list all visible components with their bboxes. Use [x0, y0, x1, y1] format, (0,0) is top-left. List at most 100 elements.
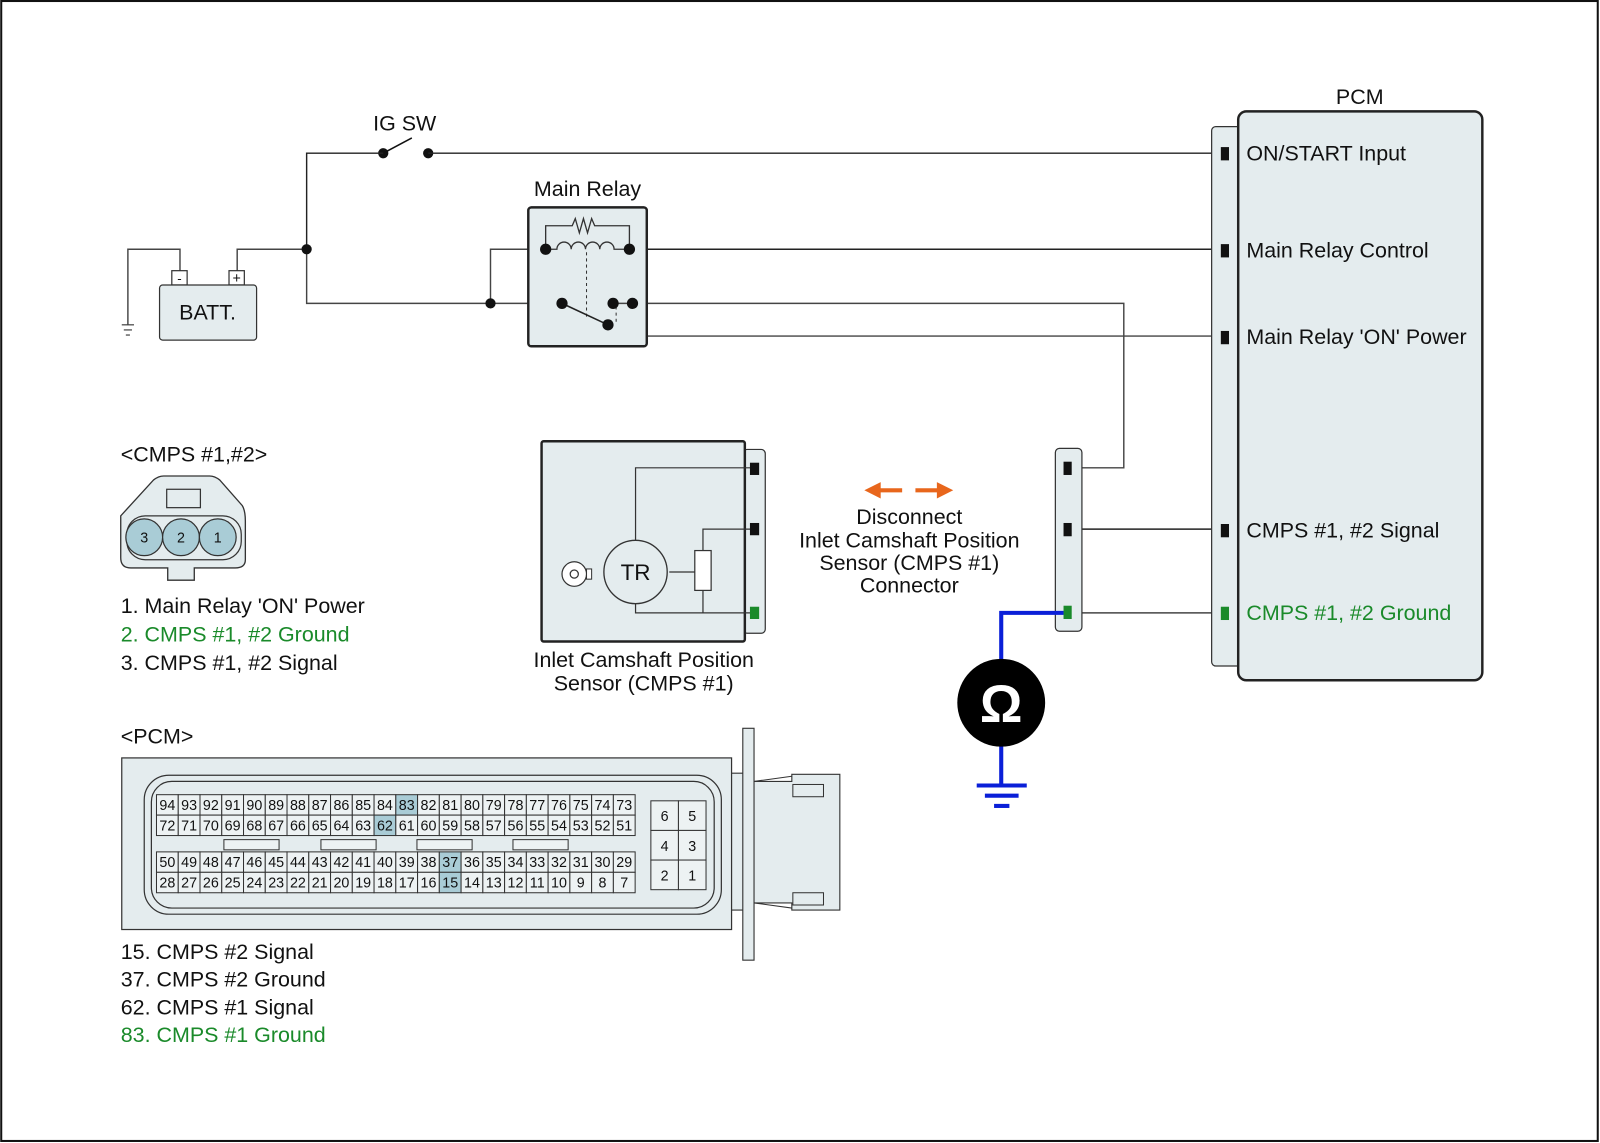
pcm-connector-title: <PCM>	[121, 725, 194, 749]
pcm-pin-label: 56	[508, 818, 524, 834]
battery-pos-label: +	[232, 271, 240, 287]
pcm-aux-pin-label: 2	[661, 868, 669, 884]
pcm-pin-label: 18	[377, 876, 393, 892]
sensor-pin-3	[749, 606, 760, 619]
pcm-pin-label: 21	[312, 876, 328, 892]
pcm-pin-label: 29	[616, 855, 632, 871]
pcm-pin-label: 43	[312, 855, 328, 871]
pcm-terminal-label: CMPS #1, #2 Signal	[1246, 518, 1439, 542]
pcm-terminal-pin	[1220, 147, 1230, 161]
pcm-pin-label: 37	[442, 855, 458, 871]
relay-resistor-icon	[544, 216, 631, 250]
pcm-pin-label: 8	[599, 876, 607, 892]
pcm-pin-label: 83	[399, 798, 415, 814]
pcm-pin-label: 20	[333, 876, 349, 892]
pcm-pin-label: 80	[464, 798, 480, 814]
pcm-pin-label: 87	[312, 798, 328, 814]
disconnect-line-3: Sensor (CMPS #1)	[819, 551, 999, 575]
pcm-pin-label: 34	[508, 855, 524, 871]
main-relay-label: Main Relay	[534, 177, 642, 201]
pcm-aux-pin-label: 6	[661, 809, 669, 825]
pcm-pin-label: 60	[420, 818, 436, 834]
pcm-pin-label: 30	[595, 855, 611, 871]
sensor-transistor-icon	[603, 539, 668, 605]
cmps-pin-label: 1	[214, 530, 222, 546]
pcm-pin-label: 41	[355, 855, 371, 871]
main-relay-body	[527, 206, 649, 348]
pcm-pin-label: 50	[159, 855, 175, 871]
pcm-pin-label: 39	[399, 855, 415, 871]
pcm-pin-label: 19	[355, 876, 371, 892]
cmps-connector-title: <CMPS #1,#2>	[121, 443, 268, 467]
pcm-pin-label: 73	[616, 798, 632, 814]
pcm-pin-label: 74	[595, 798, 611, 814]
pcm-terminal-pin	[1220, 606, 1230, 621]
disconnect-line-2: Inlet Camshaft Position	[799, 528, 1019, 552]
pcm-pin-label: 62	[377, 818, 393, 834]
pcm-aux-pin-4	[650, 829, 679, 861]
relay-coil-icon	[545, 241, 630, 250]
pcm-pin-label: 40	[377, 855, 393, 871]
pcm-pin-label: 32	[551, 855, 567, 871]
ig-switch: IG SW	[373, 112, 437, 159]
pcm-terminal-label: Main Relay Control	[1246, 238, 1428, 262]
harness-pin-1	[1063, 461, 1072, 475]
sensor-label-line1: Inlet Camshaft Position	[533, 648, 753, 672]
wire-relay-on-power-to-sensor	[632, 302, 1125, 469]
pcm-pin-label: 63	[355, 818, 371, 834]
cmps-legend-3: 3. CMPS #1, #2 Signal	[121, 651, 338, 675]
pcm-pin-label: 33	[529, 855, 545, 871]
pcm-pin-label: 55	[529, 818, 545, 834]
wire-ig-feed	[305, 152, 384, 250]
pcm-pin-label: 7	[620, 876, 628, 892]
pcm-pin-label: 36	[464, 855, 480, 871]
ohm-symbol: Ω	[980, 675, 1023, 734]
pcm-pin-label: 86	[333, 798, 349, 814]
battery: - + BATT.	[158, 270, 258, 341]
pcm-pin-label: 46	[246, 855, 262, 871]
pcm-pin-label: 42	[333, 855, 349, 871]
ig-switch-blade	[382, 137, 413, 154]
pcm-aux-pin-1	[677, 859, 707, 891]
pcm-pin-label: 47	[225, 855, 241, 871]
battery-label: BATT.	[179, 301, 236, 325]
pcm-pin-label: 81	[442, 798, 458, 814]
relay-switch-blade	[561, 302, 609, 326]
harness-pin-2	[1063, 522, 1072, 537]
pcm-pin-label: 85	[355, 798, 371, 814]
pcm-legend-item: 62. CMPS #1 Signal	[121, 995, 314, 1019]
junction-dot	[485, 298, 496, 309]
harness-connector-body	[1054, 447, 1083, 632]
pcm-pin-label: 67	[268, 818, 284, 834]
ohmmeter: Ω	[957, 610, 1064, 808]
pcm-pin-label: 76	[551, 798, 567, 814]
battery-body	[158, 284, 258, 341]
disconnect-arrow-icon	[864, 482, 954, 499]
pcm-terminal-pin	[1220, 524, 1230, 538]
pcm-pin-label: 64	[333, 818, 349, 834]
pcm-aux-pin-label: 3	[688, 839, 696, 855]
disconnect-line-4: Connector	[860, 573, 959, 597]
pcm-pin-label: 70	[203, 818, 219, 834]
pcm-pin-label: 14	[464, 876, 480, 892]
pcm-pin-51	[612, 814, 636, 837]
pcm-terminal-label: Main Relay 'ON' Power	[1246, 325, 1466, 349]
pcm-aux-pin-label: 5	[688, 809, 696, 825]
pcm-pin-label: 23	[268, 876, 284, 892]
cmps-legend-2: 2. CMPS #1, #2 Ground	[121, 622, 350, 646]
pcm-pin-label: 89	[268, 798, 284, 814]
pcm-pin-label: 57	[486, 818, 502, 834]
pcm-pin-label: 58	[464, 818, 480, 834]
battery-ground-icon	[121, 324, 135, 336]
pcm-aux-pin-label: 4	[661, 839, 669, 855]
pcm-pin-label: 24	[246, 876, 262, 892]
main-relay: Main Relay	[527, 177, 649, 348]
pcm-terminal-label: ON/START Input	[1246, 141, 1406, 165]
pcm-pin-label: 75	[573, 798, 589, 814]
pcm-pin-label: 13	[486, 876, 502, 892]
pcm-pin-label: 90	[246, 798, 262, 814]
pcm-pin-label: 10	[551, 876, 567, 892]
